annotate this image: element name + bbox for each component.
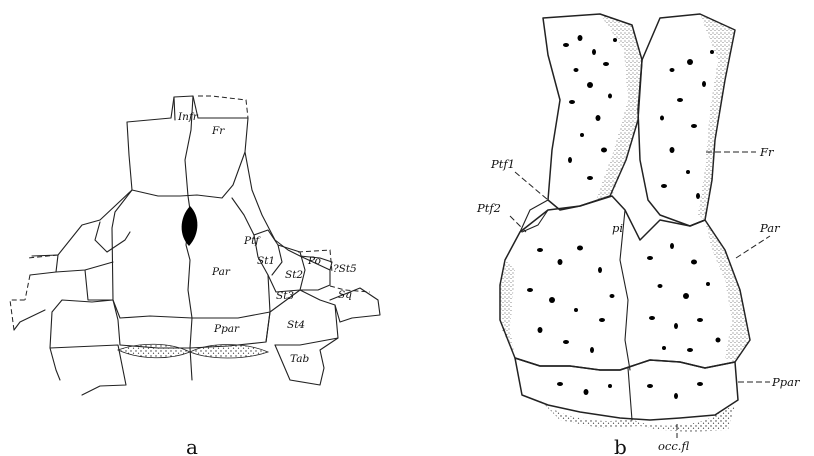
panel-b-drawing xyxy=(500,14,770,438)
label-par-a: Par xyxy=(211,266,231,278)
label-infr: Infr xyxy=(177,111,199,123)
label-st2: St2 xyxy=(285,269,303,281)
panel-a-drawing xyxy=(10,96,380,395)
label-tab: Tab xyxy=(290,353,309,365)
label-st4: St4 xyxy=(287,319,305,331)
label-ppar-a: Ppar xyxy=(213,323,240,335)
label-sq: Sq xyxy=(338,289,352,301)
panel-b-caption: b xyxy=(614,435,627,456)
label-fr-b: Fr xyxy=(759,145,775,159)
label-pi: pi xyxy=(612,221,623,235)
label-st5: ?St5 xyxy=(333,263,357,275)
label-st1: St1 xyxy=(257,255,275,267)
label-occfl: occ.fl xyxy=(658,439,689,453)
label-ptf: Ptf xyxy=(243,235,261,247)
panel-a-caption: a xyxy=(186,435,198,456)
label-st3: St3 xyxy=(276,290,294,302)
label-ptf1: Ptf1 xyxy=(490,157,515,171)
label-ppar-b: Ppar xyxy=(771,375,801,389)
label-fr-a: Fr xyxy=(211,125,225,137)
label-po: Po xyxy=(307,255,321,267)
label-par-b: Par xyxy=(759,221,781,235)
label-ptf2: Ptf2 xyxy=(476,201,501,215)
